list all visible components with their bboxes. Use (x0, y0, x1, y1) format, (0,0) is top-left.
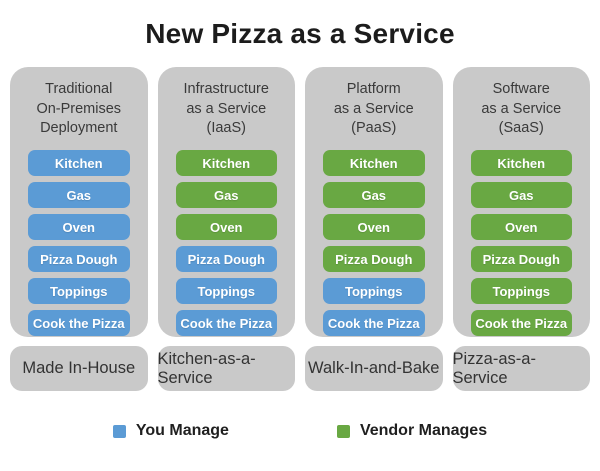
item-stack: Kitchen Gas Oven Pizza Dough Toppings Co… (10, 150, 148, 336)
column-header: Software as a Service (SaaS) (481, 81, 562, 137)
footer-walk-in-and-bake: Walk-In-and-Bake (305, 346, 443, 391)
stack-item-gas: Gas (470, 182, 572, 208)
stack-item-pizza-dough: Pizza Dough (470, 246, 572, 272)
item-stack: Kitchen Gas Oven Pizza Dough Toppings Co… (305, 150, 443, 336)
stack-item-kitchen: Kitchen (323, 150, 425, 176)
item-stack: Kitchen Gas Oven Pizza Dough Toppings Co… (158, 150, 296, 336)
column-on-premises: Traditional On-Premises Deployment Kitch… (10, 67, 148, 337)
footer-row: Made In-House Kitchen-as-a-Service Walk-… (0, 346, 600, 391)
stack-item-pizza-dough: Pizza Dough (323, 246, 425, 272)
stack-item-oven: Oven (175, 214, 277, 240)
page-title: New Pizza as a Service (145, 18, 455, 49)
column-saas: Software as a Service (SaaS) Kitchen Gas… (452, 67, 591, 337)
stack-item-gas: Gas (323, 182, 425, 208)
legend: You Manage Vendor Manages (0, 422, 600, 440)
column-header: Traditional On-Premises Deployment (36, 81, 122, 137)
stack-item-toppings: Toppings (175, 278, 277, 304)
stack-item-cook-the-pizza: Cook the Pizza (323, 310, 425, 336)
column-header: Platform as a Service (PaaS) (333, 81, 414, 137)
service-columns: Traditional On-Premises Deployment Kitch… (0, 67, 600, 337)
vendor-manages-swatch-icon (336, 424, 350, 438)
legend-entry-vendor-manages: Vendor Manages (336, 422, 488, 440)
stack-item-pizza-dough: Pizza Dough (175, 246, 277, 272)
stack-item-kitchen: Kitchen (470, 150, 572, 176)
legend-entry-you-manage: You Manage (112, 422, 229, 440)
stack-item-gas: Gas (28, 182, 130, 208)
stack-item-kitchen: Kitchen (175, 150, 277, 176)
column-header: Infrastructure as a Service (IaaS) (183, 81, 269, 137)
legend-label: You Manage (135, 422, 229, 439)
stack-item-toppings: Toppings (28, 278, 130, 304)
stack-item-toppings: Toppings (323, 278, 425, 304)
stack-item-oven: Oven (470, 214, 572, 240)
stack-item-cook-the-pizza: Cook the Pizza (175, 310, 277, 336)
footer-made-in-house: Made In-House (10, 346, 148, 391)
legend-label: Vendor Manages (359, 422, 488, 439)
item-stack: Kitchen Gas Oven Pizza Dough Toppings Co… (453, 150, 591, 336)
footer-kitchen-as-a-service: Kitchen-as-a-Service (157, 346, 295, 391)
footer-pizza-as-a-service: Pizza-as-a-Service (452, 346, 590, 391)
stack-item-gas: Gas (175, 182, 277, 208)
stack-item-kitchen: Kitchen (28, 150, 130, 176)
stack-item-cook-the-pizza: Cook the Pizza (28, 310, 130, 336)
stack-item-toppings: Toppings (470, 278, 572, 304)
column-iaas: Infrastructure as a Service (IaaS) Kitch… (157, 67, 296, 337)
stack-item-oven: Oven (28, 214, 130, 240)
stack-item-oven: Oven (323, 214, 425, 240)
you-manage-swatch-icon (112, 424, 126, 438)
stack-item-pizza-dough: Pizza Dough (28, 246, 130, 272)
column-paas: Platform as a Service (PaaS) Kitchen Gas… (305, 67, 443, 337)
stack-item-cook-the-pizza: Cook the Pizza (470, 310, 572, 336)
